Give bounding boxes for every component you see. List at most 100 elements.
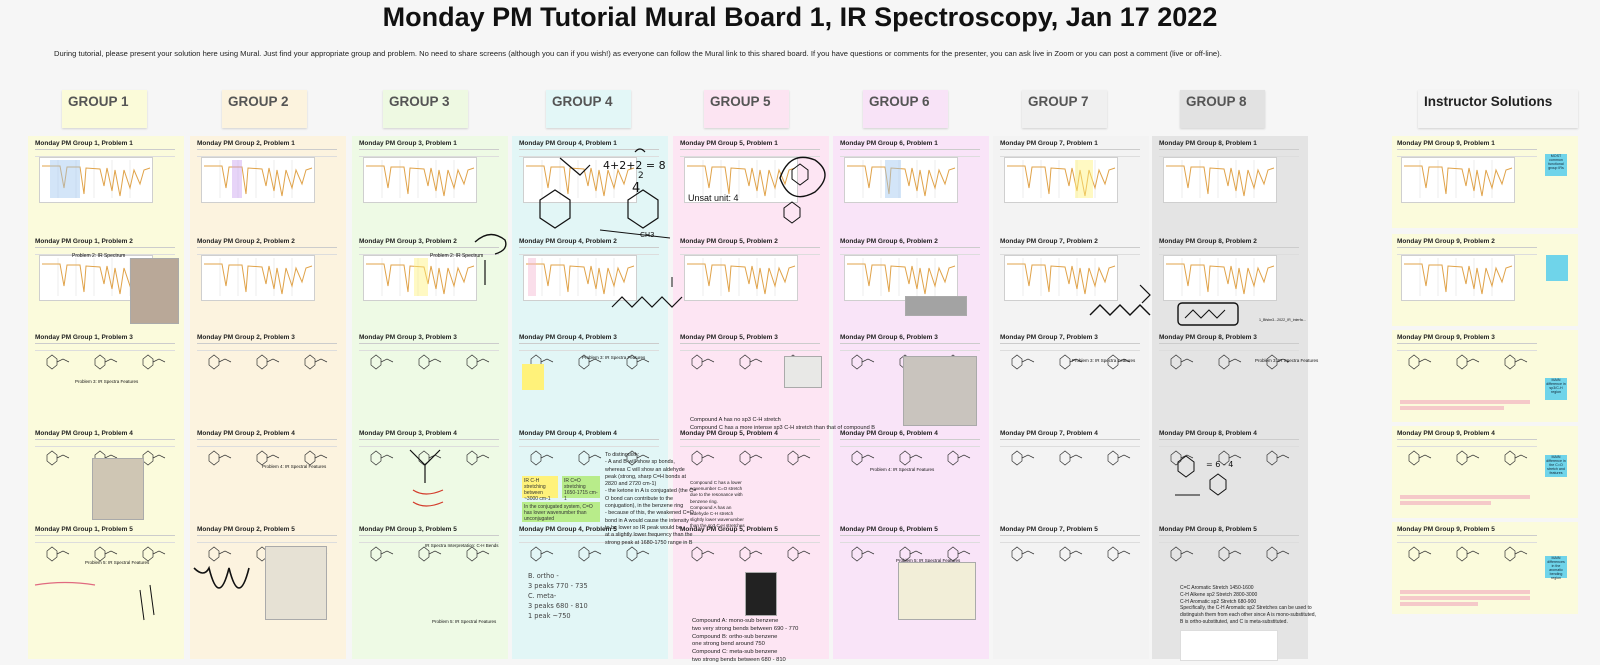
ir-spectrum-image[interactable] <box>1401 157 1515 203</box>
g6-p5-photo[interactable] <box>898 562 976 620</box>
ir-spectrum-image[interactable] <box>1004 157 1118 203</box>
group-label-2[interactable]: GROUP 2 <box>222 90 307 128</box>
ir-spectrum-image[interactable] <box>1004 255 1118 301</box>
problem-slide[interactable]: Monday PM Group 1, Problem 5 <box>30 522 182 614</box>
problem-slide[interactable]: Monday PM Group 5, Problem 4 <box>675 426 827 518</box>
ir-spectrum-image[interactable] <box>684 157 798 203</box>
problem-slide[interactable]: Monday PM Group 2, Problem 3 <box>192 330 344 422</box>
text-line: one strong bend around 750 <box>692 641 765 648</box>
ir-spectrum-image[interactable] <box>201 157 315 203</box>
problem-slide[interactable]: Monday PM Group 3, Problem 5 <box>354 522 506 614</box>
problem-slide[interactable]: Monday PM Group 5, Problem 5 <box>675 522 827 614</box>
ir-spectrum-image[interactable] <box>523 255 637 301</box>
slide-title: Monday PM Group 8, Problem 3 <box>1159 334 1257 341</box>
g8-p5-structures-image[interactable] <box>1180 630 1278 661</box>
g5-p3-photo[interactable] <box>784 356 822 388</box>
g6-p2-photo[interactable] <box>905 296 967 316</box>
slide-instructions <box>1159 343 1299 351</box>
group-label-1[interactable]: GROUP 1 <box>62 90 147 128</box>
problem-slide[interactable]: Monday PM Group 8, Problem 2 <box>1154 234 1306 326</box>
problem-slide[interactable]: Monday PM Group 3, Problem 4 <box>354 426 506 518</box>
slide-title: Monday PM Group 2, Problem 4 <box>197 430 295 437</box>
ir-spectrum-image[interactable] <box>39 157 153 203</box>
problem-slide[interactable]: Monday PM Group 8, Problem 1 <box>1154 136 1306 228</box>
group-label-4[interactable]: GROUP 4 <box>546 90 631 128</box>
instructor-cyan-note-3[interactable]: MAIN difference in the C=O stretch and f… <box>1545 455 1567 477</box>
problem-slide[interactable]: Monday PM Group 8, Problem 3 <box>1154 330 1306 422</box>
problem-slide[interactable]: Monday PM Group 7, Problem 2 <box>995 234 1147 326</box>
slide-title: Monday PM Group 1, Problem 4 <box>35 430 133 437</box>
problem-slide[interactable]: Monday PM Group 2, Problem 2 <box>192 234 344 326</box>
problem-slide[interactable]: Monday PM Group 5, Problem 2 <box>675 234 827 326</box>
ir-spectrum-image[interactable] <box>363 157 477 203</box>
g5-p5-dark-photo[interactable] <box>745 572 777 616</box>
instructor-cyan-note-1[interactable]: MOST common functional group IRs <box>1545 154 1567 176</box>
problem-slide[interactable]: Monday PM Group 6, Problem 2 <box>835 234 987 326</box>
problem-slide[interactable]: Monday PM Group 6, Problem 1 <box>835 136 987 228</box>
group-label-3[interactable]: GROUP 3 <box>383 90 468 128</box>
g2-p5-photo[interactable] <box>265 546 327 620</box>
slide-title: Monday PM Group 2, Problem 3 <box>197 334 295 341</box>
group-label-5[interactable]: GROUP 5 <box>704 90 789 128</box>
problem-slide[interactable]: Monday PM Group 4, Problem 5 <box>514 522 666 614</box>
text-line: C=C Aromatic Stretch 1450-1600 <box>1180 585 1254 591</box>
slide-instructions <box>1397 149 1537 157</box>
instructor-solutions-label[interactable]: Instructor Solutions <box>1418 90 1578 128</box>
slide-instructions <box>197 535 337 543</box>
problem-slide[interactable]: Monday PM Group 8, Problem 4 <box>1154 426 1306 518</box>
problem-slide[interactable]: Monday PM Group 3, Problem 1 <box>354 136 506 228</box>
problem-slide[interactable]: Monday PM Group 1, Problem 1 <box>30 136 182 228</box>
g4-p3-heading: Problem 3: IR Spectra Features <box>582 355 646 360</box>
slide-title: Monday PM Group 8, Problem 5 <box>1159 526 1257 533</box>
g4-p3-yellow-sticky[interactable] <box>522 364 544 390</box>
problem-slide[interactable]: Monday PM Group 2, Problem 4 <box>192 426 344 518</box>
slide-instructions <box>680 247 820 255</box>
ir-spectrum-image[interactable] <box>844 157 958 203</box>
problem-slide[interactable]: Monday PM Group 7, Problem 1 <box>995 136 1147 228</box>
problem-slide[interactable]: Monday PM Group 3, Problem 2 <box>354 234 506 326</box>
instructor-cyan-note-5[interactable] <box>1546 255 1568 281</box>
g4-handwritten-ch3: CH3 <box>640 231 655 239</box>
ir-spectrum-image[interactable] <box>1163 157 1277 203</box>
ir-spectrum-image[interactable] <box>844 255 958 301</box>
problem-slide[interactable]: Monday PM Group 4, Problem 2 <box>514 234 666 326</box>
group-label-7[interactable]: GROUP 7 <box>1022 90 1107 128</box>
slide-title: Monday PM Group 1, Problem 3 <box>35 334 133 341</box>
problem-slide[interactable]: Monday PM Group 2, Problem 1 <box>192 136 344 228</box>
ir-spectrum-image[interactable] <box>684 255 798 301</box>
slide-title: Monday PM Group 7, Problem 3 <box>1000 334 1098 341</box>
instructor-slide[interactable]: Monday PM Group 9, Problem 1 <box>1392 136 1578 228</box>
group-label-8[interactable]: GROUP 8 <box>1180 90 1265 128</box>
problem-slide[interactable]: Monday PM Group 6, Problem 4 <box>835 426 987 518</box>
text-line: Compound C has a more intense sp3 C-H st… <box>690 424 876 431</box>
problem-slide[interactable]: Monday PM Group 8, Problem 5 <box>1154 522 1306 614</box>
slide-instructions <box>1000 149 1140 157</box>
problem-slide[interactable]: Monday PM Group 3, Problem 3 <box>354 330 506 422</box>
instructor-cyan-note-4[interactable]: MAIN differences in the aromatic bending… <box>1545 556 1567 580</box>
g1-p4-photo[interactable] <box>92 458 144 520</box>
problem-slide[interactable]: Monday PM Group 1, Problem 3 <box>30 330 182 422</box>
problem-slide[interactable]: Monday PM Group 7, Problem 5 <box>995 522 1147 614</box>
problem-slide[interactable]: Monday PM Group 7, Problem 4 <box>995 426 1147 518</box>
g4-green-sticky-2[interactable]: In the conjugated system, C=O has lower … <box>522 502 600 522</box>
g4-green-sticky-1[interactable]: IR C=O stretching 1650-1715 cm-1 <box>562 476 600 502</box>
ir-spectrum-image[interactable] <box>363 255 477 301</box>
group-label-6[interactable]: GROUP 6 <box>863 90 948 128</box>
problem-slide[interactable]: Monday PM Group 4, Problem 1 <box>514 136 666 228</box>
g1-p2-photo[interactable] <box>130 258 179 324</box>
text-line: Compound A has an <box>690 504 732 510</box>
text-line: Compound A: mono-sub benzene <box>692 618 779 624</box>
problem-slide[interactable]: Monday PM Group 5, Problem 1 <box>675 136 827 228</box>
text-line: strong peak at 1680-1750 range in B <box>605 539 693 546</box>
ir-spectrum-image[interactable] <box>1401 255 1515 301</box>
ir-spectrum-image[interactable] <box>1163 255 1277 301</box>
text-line: two very strong bends between 690 - 770 <box>692 625 799 632</box>
g4-yellow-sticky[interactable]: IR C-H stretching between ~3000 cm-1 for… <box>522 476 558 508</box>
instructor-cyan-note-2[interactable]: MAIN difference in sp3/C-H region <box>1545 378 1567 400</box>
molecule-structures <box>361 449 501 467</box>
g6-p3-photo[interactable] <box>903 356 977 426</box>
ir-spectrum-image[interactable] <box>201 255 315 301</box>
slide-instructions <box>35 247 175 255</box>
problem-slide[interactable]: Monday PM Group 7, Problem 3 <box>995 330 1147 422</box>
